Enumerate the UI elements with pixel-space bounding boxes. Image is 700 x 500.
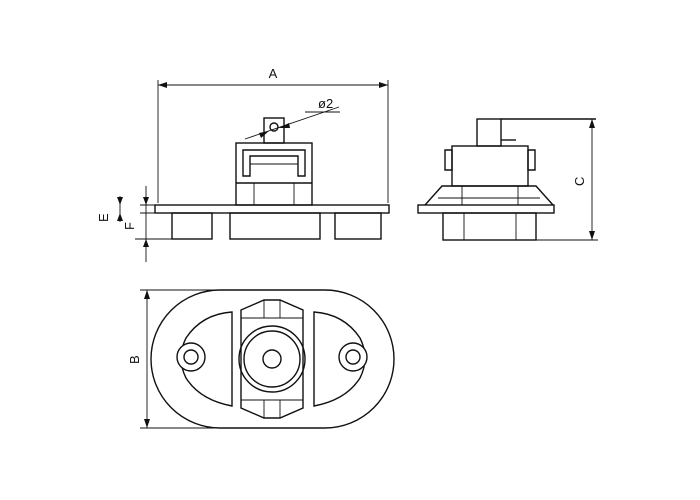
- dim-e-arrow-top: [117, 197, 123, 205]
- top-socket-outer: [238, 325, 306, 393]
- side-left-clip: [444, 149, 453, 171]
- dimension-c: C: [536, 119, 598, 241]
- top-right-screw-inner: [345, 349, 361, 365]
- side-shoulders: [424, 185, 554, 206]
- dim-diameter-arrow-2: [279, 123, 290, 128]
- dim-f-arrow-top: [143, 197, 149, 205]
- side-terminal: [476, 118, 502, 147]
- front-view: [154, 117, 390, 240]
- top-left-screw-outer: [176, 342, 206, 372]
- dim-e-label: E: [96, 213, 111, 222]
- top-right-screw-outer: [338, 342, 368, 372]
- side-lower-body: [442, 212, 537, 241]
- top-socket-ring: [243, 330, 301, 388]
- dim-e-arrow-bottom: [117, 213, 123, 221]
- side-view: [417, 118, 596, 241]
- top-left-screw-inner: [183, 349, 199, 365]
- top-socket-center-hole: [262, 349, 282, 369]
- front-upper-body: [235, 142, 313, 206]
- side-base-flange: [417, 204, 555, 214]
- side-upper-body: [451, 145, 529, 187]
- front-right-foot: [334, 212, 382, 240]
- dimension-a: A: [157, 66, 389, 203]
- side-right-clip: [527, 149, 536, 171]
- dim-a-label: A: [269, 66, 278, 81]
- dimension-ef: E F: [96, 186, 172, 262]
- dim-c-arrow-bottom: [589, 231, 595, 240]
- dim-f-arrow-bottom: [143, 239, 149, 247]
- dim-b-label: B: [127, 355, 142, 364]
- top-view: [150, 289, 395, 429]
- top-center-housing: [240, 299, 304, 419]
- dim-c-arrow-top: [589, 119, 595, 128]
- dim-diameter-label: ø2: [318, 96, 333, 111]
- dim-a-arrow-left: [158, 82, 167, 88]
- dim-b-arrow-bottom: [144, 419, 150, 428]
- dimension-b: B: [127, 289, 220, 429]
- dim-b-arrow-top: [144, 290, 150, 299]
- front-latch: [242, 149, 306, 177]
- dim-a-arrow-right: [379, 82, 388, 88]
- dim-c-label: C: [572, 177, 587, 186]
- top-outer-oval: [150, 289, 395, 429]
- dim-f-label: F: [122, 222, 137, 230]
- front-left-foot: [171, 212, 213, 240]
- front-center-foot: [229, 212, 321, 240]
- front-terminal-hole: [269, 122, 279, 132]
- front-terminal-tab: [263, 117, 285, 144]
- front-base-flange: [154, 204, 390, 214]
- dim-diameter-arrow-1: [259, 131, 269, 138]
- dimension-diameter: ø2: [244, 96, 340, 140]
